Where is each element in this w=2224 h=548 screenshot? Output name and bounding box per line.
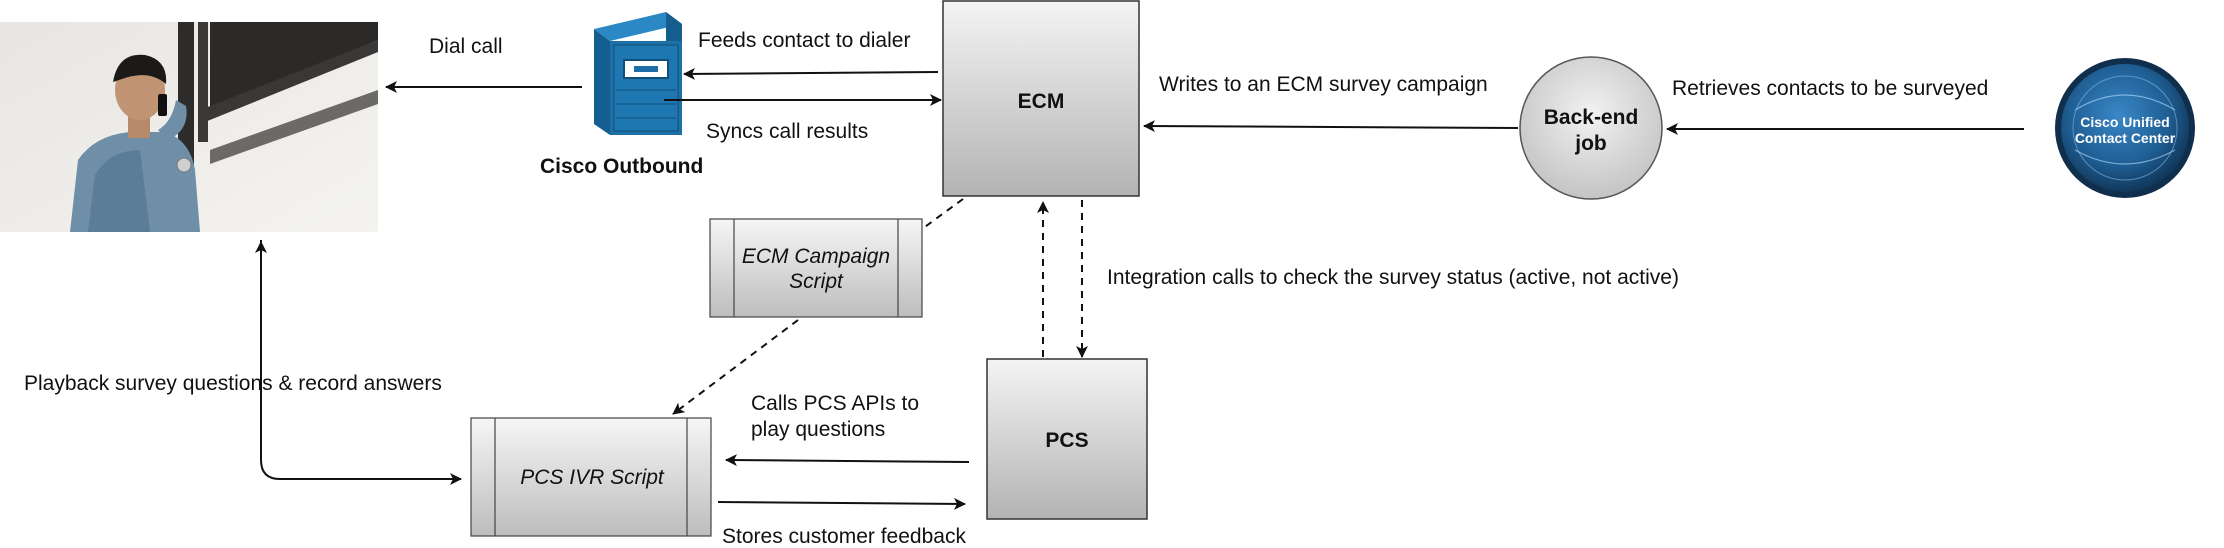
cisco-outbound-label: Cisco Outbound (540, 155, 703, 178)
ecm-campaign-script-node[interactable]: ECM Campaign Script (709, 218, 923, 318)
feeds-contact-label: Feeds contact to dialer (698, 29, 910, 52)
stores-feedback-arrow (717, 497, 966, 510)
backend-job-label-line1: Back-end (1544, 106, 1639, 129)
pcs-ivr-script-node[interactable]: PCS IVR Script (470, 417, 712, 537)
person-on-phone-photo (0, 22, 378, 232)
integration-calls-label: Integration calls to check the survey st… (1107, 266, 1679, 289)
ecm-to-campaign-script-dashed (921, 198, 964, 230)
ecm-campaign-script-line1: ECM Campaign (742, 245, 890, 268)
ecm-label: ECM (1018, 90, 1065, 113)
stores-feedback-label: Stores customer feedback (722, 525, 966, 548)
writes-survey-arrow (1143, 120, 1519, 133)
backend-job-label-line2: job (1574, 132, 1607, 155)
calls-pcs-apis-label-line1: Calls PCS APIs to (751, 392, 919, 415)
playback-arrow (260, 240, 462, 485)
ucc-logo-text-line1: Cisco Unified (2080, 114, 2169, 130)
ecm-node[interactable]: ECM (942, 0, 1140, 197)
ecm-campaign-script-line2: Script (789, 270, 844, 293)
cisco-ucc-logo: Cisco Unified Contact Center (2055, 58, 2195, 198)
ucc-logo-text-line2: Contact Center (2075, 130, 2176, 146)
retrieves-contacts-label: Retrieves contacts to be surveyed (1672, 77, 1988, 100)
pcs-node[interactable]: PCS (986, 358, 1148, 520)
pcs-label: PCS (1045, 429, 1088, 452)
cisco-outbound-server-icon (594, 12, 682, 135)
calls-pcs-apis-label-line2: play questions (751, 418, 885, 441)
feeds-contact-arrow (683, 67, 939, 80)
dial-call-label: Dial call (429, 35, 503, 58)
writes-survey-label: Writes to an ECM survey campaign (1159, 73, 1488, 96)
calls-pcs-apis-arrow (725, 454, 970, 467)
pcs-ivr-script-label: PCS IVR Script (520, 466, 665, 489)
campaign-to-ivr-dashed-arrow (672, 319, 799, 415)
playback-label: Playback survey questions & record answe… (24, 372, 442, 395)
syncs-results-label: Syncs call results (706, 120, 868, 143)
backend-job-node[interactable]: Back-end job (1519, 56, 1663, 200)
